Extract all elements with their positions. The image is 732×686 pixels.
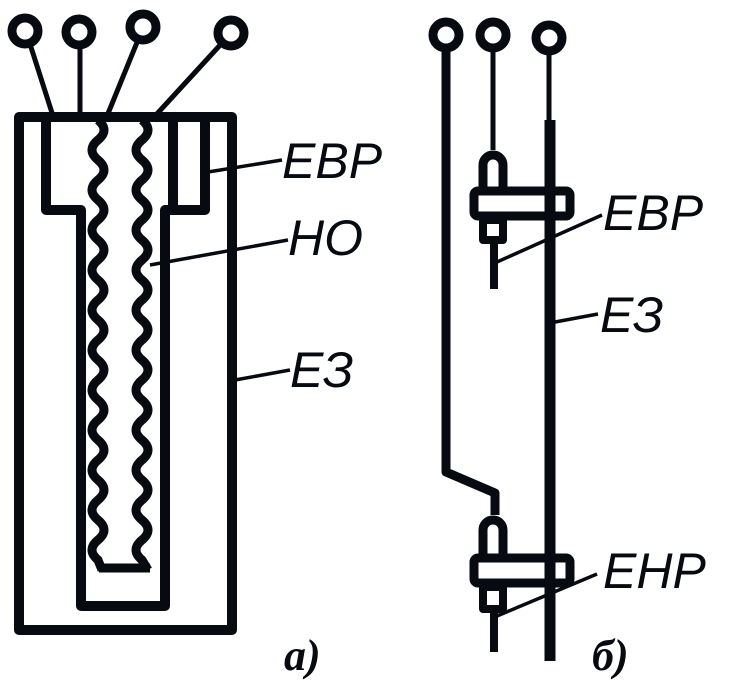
heater-right-coil [131,116,153,573]
panel-a: ЕВР НО ЕЗ а) [7,9,383,680]
lead-wire [153,41,224,118]
leader-line-ground-electrode [234,368,291,382]
terminal-2 [61,14,97,50]
terminals-b [428,17,567,56]
terminal-3 [125,9,161,45]
upper-electrode-right [168,120,210,215]
label-ground-electrode-a: ЕЗ [290,342,353,398]
lower-spark-plug [469,515,575,652]
lead-wire [104,39,141,117]
panel-b: ЕВР ЕЗ ЕНР б) [428,17,706,680]
leader-line-upper-electrode-b [496,213,603,264]
lead-wire [27,43,56,117]
terminal-1 [428,17,464,53]
leader-line-heater [149,238,289,267]
ground-electrode-body [14,112,237,635]
spark-plug-body [479,583,507,613]
caption-b: б) [592,631,629,680]
leader-line-lower-electrode [496,572,598,618]
spark-plug-cap [478,150,508,187]
label-upper-electrode-b: ЕВР [603,185,704,241]
upper-electrode-left [41,120,173,611]
spark-plug-body [479,216,507,244]
label-upper-electrode-a: ЕВР [282,133,383,189]
terminal-4 [213,15,249,51]
terminal-3 [531,20,567,56]
leader-line-ground-electrode-b [554,312,599,324]
leader-line-upper-electrode [207,158,283,174]
label-ground-electrode-b: ЕЗ [600,287,663,343]
spark-plug-cap [478,515,508,555]
heater-left-coil [87,116,109,572]
terminal-1 [7,13,43,49]
upper-spark-plug [469,150,575,289]
terminal-2 [475,17,511,53]
lead-wires-a [27,39,224,118]
terminals-a [7,9,249,51]
lower-electrode-lead [441,48,500,515]
caption-a: а) [284,631,321,680]
label-lower-electrode: ЕНР [603,543,706,599]
label-heater: НО [288,210,363,266]
spark-plug-flange [469,186,575,221]
spark-plug-flange [469,553,575,588]
